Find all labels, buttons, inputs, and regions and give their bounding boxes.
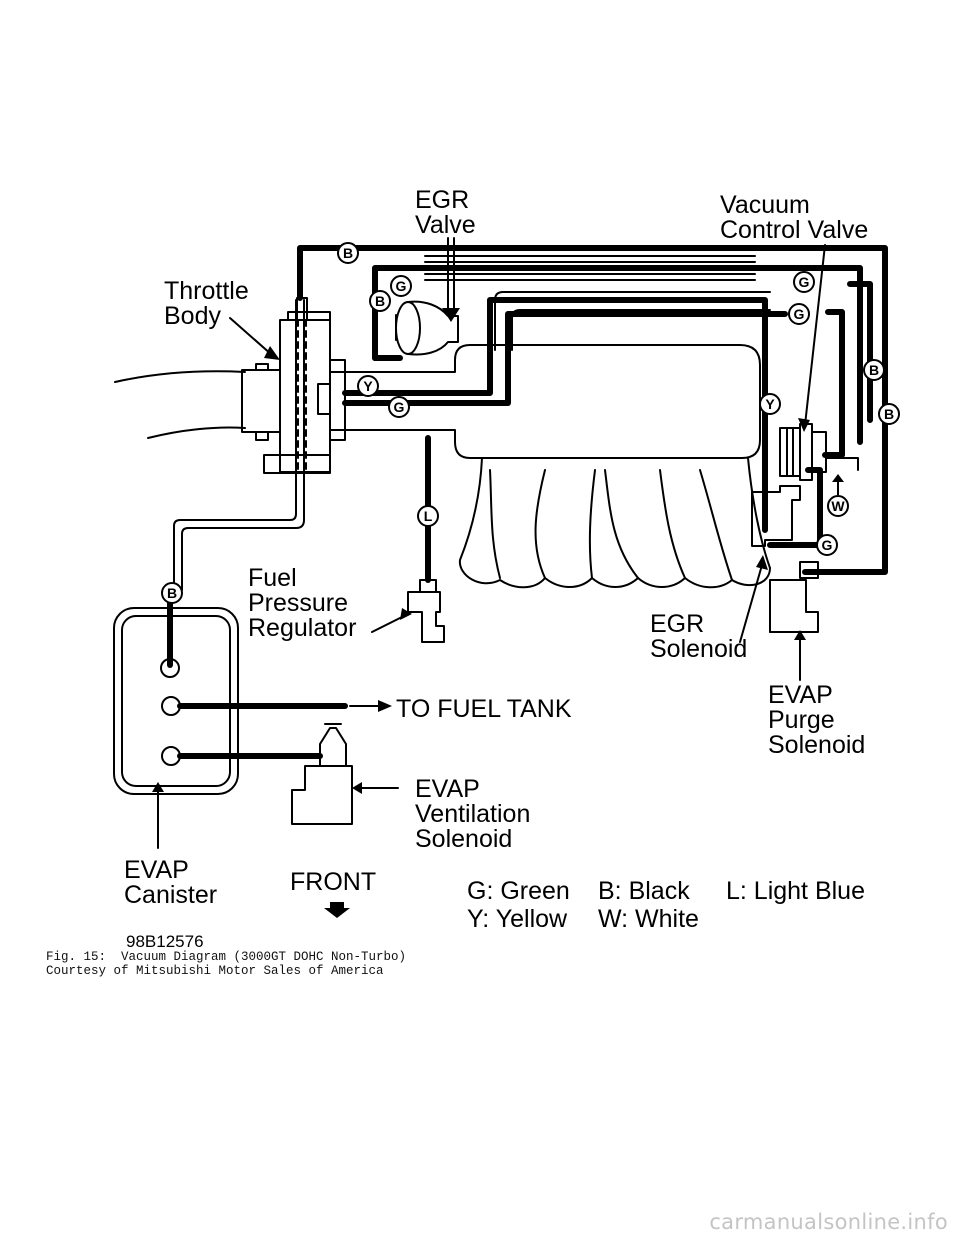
evap-purge-solenoid-label: EVAP Purge Solenoid bbox=[768, 681, 866, 759]
hose-tag: B bbox=[869, 362, 879, 378]
evap-ventilation-solenoid-drawing bbox=[291, 723, 353, 825]
caption-line-2: Courtesy of Mitsubishi Motor Sales of Am… bbox=[46, 964, 384, 978]
legend-black: B: Black bbox=[598, 877, 690, 905]
fuel-pressure-regulator-label: Fuel Pressure Regulator bbox=[248, 564, 357, 642]
vacuum-hoses bbox=[167, 245, 888, 759]
legend-green: G: Green bbox=[467, 877, 570, 905]
hose-tag: B bbox=[343, 245, 353, 261]
to-fuel-tank-label: TO FUEL TANK bbox=[396, 695, 572, 723]
egr-solenoid-drawing bbox=[751, 485, 801, 547]
hose-tag: B bbox=[884, 406, 894, 422]
vacuum-control-valve-label: Vacuum Control Valve bbox=[720, 191, 869, 244]
legend-yellow: Y: Yellow bbox=[467, 905, 568, 933]
hose-tag: L bbox=[424, 508, 433, 524]
hose-tag: G bbox=[396, 278, 407, 294]
fuel-pressure-regulator-drawing bbox=[407, 579, 445, 643]
hose-tag: G bbox=[799, 274, 810, 290]
watermark: carmanualsonline.info bbox=[709, 1210, 948, 1234]
hose-tag: G bbox=[822, 537, 833, 553]
egr-solenoid-label: EGR Solenoid bbox=[650, 610, 748, 663]
hose-tag: Y bbox=[765, 396, 775, 412]
evap-ventilation-solenoid-label: EVAP Ventilation Solenoid bbox=[415, 775, 531, 853]
throttle-body-label: Throttle Body bbox=[164, 277, 249, 330]
evap-purge-solenoid-drawing bbox=[769, 561, 819, 633]
egr-valve-drawing bbox=[395, 300, 459, 356]
vacuum-control-valve-drawing bbox=[779, 423, 859, 481]
hose-tag: B bbox=[375, 293, 385, 309]
hose-tag: G bbox=[394, 399, 405, 415]
caption-line-1: Fig. 15: Vacuum Diagram (3000GT DOHC Non… bbox=[46, 950, 407, 964]
front-label: FRONT bbox=[290, 868, 377, 896]
legend-light-blue: L: Light Blue bbox=[726, 877, 865, 905]
canister-ports bbox=[160, 658, 181, 766]
figure-code: 98B12576 bbox=[126, 932, 204, 951]
hose-tags bbox=[161, 242, 900, 604]
hose-tag: G bbox=[794, 306, 805, 322]
evap-canister-label: EVAP Canister bbox=[124, 856, 218, 909]
hose-tag: B bbox=[167, 585, 177, 601]
egr-valve-label: EGR Valve bbox=[415, 186, 476, 239]
legend-white: W: White bbox=[598, 905, 699, 933]
hose-tag: W bbox=[831, 498, 845, 514]
thin-pipes bbox=[113, 255, 771, 795]
intake-plenum-drawing bbox=[329, 344, 771, 589]
figure-caption: Fig. 15: Vacuum Diagram (3000GT DOHC Non… bbox=[46, 950, 406, 978]
hose-tag: Y bbox=[363, 378, 373, 394]
arrowheads bbox=[152, 308, 844, 918]
